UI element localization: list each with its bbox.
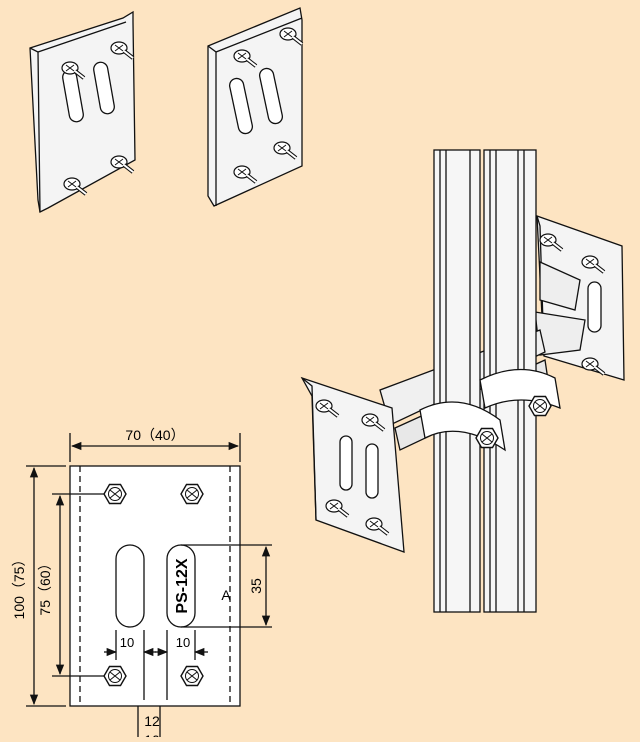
slot-width-left-label: 10: [120, 635, 134, 650]
plate-model-label: PS-12X: [174, 558, 191, 613]
height-inner-label: 75（60）: [37, 556, 53, 615]
dimension-drawing: [26, 433, 272, 737]
width-label: 70（40）: [125, 427, 184, 443]
bracket-plate-back: [207, 7, 304, 207]
gap-label-cut: 10: [144, 732, 160, 737]
slot-width-right-label: 10: [176, 635, 190, 650]
bracket-plate-front: [29, 10, 136, 213]
section-marker: A: [221, 587, 231, 603]
pole-assembly: [300, 149, 625, 613]
gap-label: 12: [144, 713, 160, 729]
height-outer-label: 100（75）: [11, 553, 27, 620]
slot-height-label: 35: [248, 578, 264, 594]
